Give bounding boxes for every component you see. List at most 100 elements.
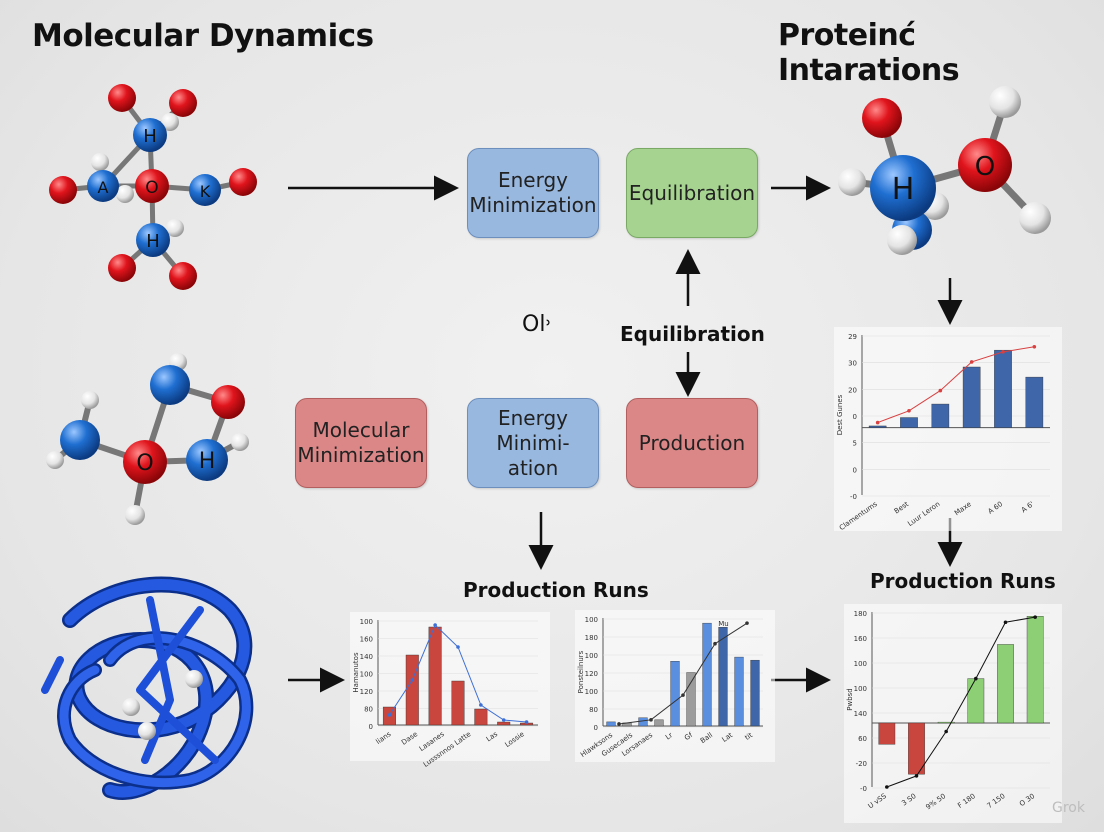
y-tick-label: 30 xyxy=(848,360,857,368)
line-point xyxy=(433,623,437,627)
y-tick-label: 100 xyxy=(854,660,867,668)
line-point xyxy=(617,722,621,726)
protein-ribbon xyxy=(41,576,254,800)
atom-label: H xyxy=(143,126,157,147)
chart-3: 100180100120100800PonsteilnursHlawksonsG… xyxy=(575,610,775,762)
y-axis-label: Hamanutos xyxy=(352,652,360,693)
x-tick-label: tit xyxy=(743,731,754,742)
y-tick-label: -0 xyxy=(860,785,867,793)
x-tick-label: Gf xyxy=(683,731,694,742)
bar xyxy=(702,622,712,727)
equilibration-label: Equilibration xyxy=(620,322,765,346)
series-line xyxy=(877,346,1035,424)
arrows xyxy=(288,175,963,693)
y-tick-label: 140 xyxy=(360,653,373,661)
series-line xyxy=(886,616,1036,788)
line-point xyxy=(745,621,749,625)
y-tick-label: 0 xyxy=(369,723,373,731)
y-axis-label: Ponsteilnurs xyxy=(577,650,585,693)
watermark: Grok xyxy=(1052,800,1085,816)
atom-label: K xyxy=(200,182,211,201)
bar xyxy=(750,659,760,727)
line-point xyxy=(1032,344,1037,349)
line-point xyxy=(938,388,943,393)
bar xyxy=(474,708,488,726)
production-runs-label-mid: Production Runs xyxy=(463,578,649,602)
atom-label: O xyxy=(136,451,153,476)
stray-glyph: Ol˒ xyxy=(522,312,553,337)
bar xyxy=(1025,376,1044,428)
bar xyxy=(497,721,511,726)
equilibration-box-top: Equilibration xyxy=(626,148,758,238)
y-tick-label: 80 xyxy=(364,706,373,714)
bar xyxy=(994,349,1012,428)
y-tick-label: 0 xyxy=(594,724,598,732)
molecule-top-right: H O xyxy=(838,86,1051,255)
y-tick-label: 0 xyxy=(853,413,857,421)
y-tick-label: 60 xyxy=(858,735,867,743)
y-axis-label: Pwbsd xyxy=(846,688,854,710)
y-tick-label: 100 xyxy=(585,652,598,660)
bar xyxy=(1026,616,1044,724)
atom-label: H xyxy=(146,231,160,252)
line-point xyxy=(1003,620,1008,625)
line-point xyxy=(456,645,460,649)
bar xyxy=(878,722,896,745)
y-tick-label: 100 xyxy=(585,688,598,696)
bar xyxy=(451,680,465,726)
atom-label: H xyxy=(892,172,915,207)
production-box: Production xyxy=(626,398,758,488)
molecule-mid-left: O H xyxy=(46,353,249,525)
y-tick-label: 180 xyxy=(854,610,867,618)
line-point xyxy=(885,785,889,789)
line-point xyxy=(387,713,392,717)
energy-minimization-box-mid: Energy Minimi- ation xyxy=(467,398,599,488)
y-tick-label: -0 xyxy=(850,493,857,501)
chart-panel xyxy=(350,612,550,761)
line-point xyxy=(524,720,529,724)
chart-panel xyxy=(834,327,1062,531)
bar xyxy=(428,626,442,726)
line-point xyxy=(907,408,911,413)
y-tick-label: 20 xyxy=(848,386,857,394)
bar xyxy=(962,366,981,428)
y-tick-label: 180 xyxy=(585,634,598,642)
line-point xyxy=(1033,615,1037,619)
molecular-minimization-box: Molecular Minimization xyxy=(295,398,427,488)
bar xyxy=(937,721,955,724)
bar xyxy=(686,672,696,727)
y-tick-label: 100 xyxy=(360,671,373,679)
y-tick-label: 120 xyxy=(360,688,373,696)
atom-label: O xyxy=(145,178,158,198)
line-point xyxy=(914,774,919,778)
energy-minimization-box-top: Energy Minimization xyxy=(467,148,599,238)
y-tick-label: 160 xyxy=(854,635,867,643)
y-tick-label: 100 xyxy=(854,685,867,693)
bar xyxy=(967,678,985,724)
y-tick-label: 80 xyxy=(589,706,598,714)
y-axis-label: Dest Gunes xyxy=(836,394,844,435)
production-runs-label-right: Production Runs xyxy=(870,569,1056,593)
y-tick-label: 160 xyxy=(360,636,373,644)
line-point xyxy=(681,693,685,697)
bar xyxy=(997,644,1014,724)
bar xyxy=(931,403,950,428)
bar xyxy=(868,425,887,428)
line-point xyxy=(875,420,880,425)
atom-label: H xyxy=(199,449,216,474)
y-tick-label: -20 xyxy=(856,760,867,768)
line-point xyxy=(1001,350,1005,354)
title-left: Molecular Dynamics xyxy=(32,18,374,54)
y-tick-label: 0 xyxy=(853,466,857,474)
title-right: Proteinć Intarations xyxy=(778,18,960,88)
bar xyxy=(670,661,680,727)
y-tick-label: 120 xyxy=(585,670,598,678)
y-tick-label: 29 xyxy=(848,333,857,341)
y-tick-label: 5 xyxy=(853,440,857,448)
line-point xyxy=(969,360,974,364)
bar xyxy=(734,656,744,727)
